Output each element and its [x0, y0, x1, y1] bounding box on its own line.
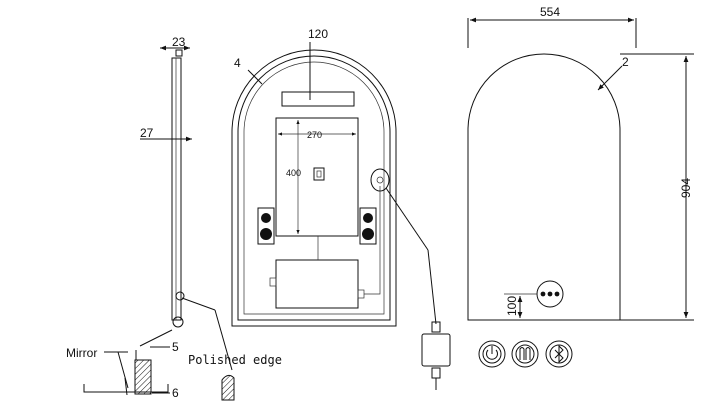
polished-edge-section — [221, 374, 235, 401]
cabinet-switch-inner — [316, 170, 322, 178]
offset-bottom-label: 6 — [172, 386, 179, 400]
height-label: 904 — [679, 178, 693, 198]
detail-leader-b — [214, 309, 233, 371]
front-view: 4 120 270 400 — [231, 27, 451, 390]
power-box-terminal-right — [357, 289, 365, 299]
speaker-left — [257, 207, 275, 245]
touch-sensor-center — [376, 176, 384, 184]
border-dim-label: 4 — [234, 56, 241, 70]
top-bracket — [175, 49, 183, 57]
control-dot-2 — [547, 291, 553, 297]
mirror-outline — [467, 53, 621, 321]
control-dot-1 — [540, 291, 546, 297]
outer-frame — [231, 49, 397, 327]
control-dot-3 — [554, 291, 560, 297]
sensor-bar — [281, 91, 355, 107]
cable-to-sensor — [364, 186, 381, 295]
power-box-terminal-left — [269, 277, 277, 287]
cabinet-switch — [313, 167, 325, 181]
mirror-label: Mirror — [66, 346, 97, 360]
offset-top-label: 5 — [172, 340, 179, 354]
connector-module — [421, 321, 451, 390]
detail-marker — [175, 291, 185, 301]
power-icon — [478, 340, 506, 368]
mirror-detail-leader — [139, 329, 173, 347]
bracket-profile — [83, 384, 169, 393]
outline-view: 554 904 2 100 — [467, 5, 694, 321]
sensor-leader-a — [385, 187, 429, 251]
mirror-glass-section — [134, 359, 152, 395]
border-leader — [247, 69, 263, 85]
mirror-side-profile — [171, 57, 182, 321]
heater-icon — [511, 340, 539, 368]
bracket-hook — [124, 377, 128, 396]
power-box — [275, 259, 359, 309]
speaker-right — [359, 207, 377, 245]
cabinet-width-label: 270 — [307, 130, 322, 140]
polished-edge-label: Polished edge — [188, 353, 282, 367]
inner-frame — [237, 55, 391, 321]
detail-leader-a — [181, 297, 216, 311]
touch-sensor — [370, 168, 390, 192]
mirror-surface — [243, 61, 385, 315]
bluetooth-icon — [545, 340, 573, 368]
control-offset-label: 100 — [505, 296, 519, 316]
mirror-edge-detail: Mirror 5 6 Polished edge — [66, 340, 282, 401]
bottom-detail-circle — [172, 316, 184, 328]
cabinet-height-label: 400 — [286, 168, 301, 178]
mid-thickness-label: 27 — [140, 126, 154, 140]
sensor-leader-b — [427, 249, 437, 325]
width-label: 554 — [540, 5, 560, 19]
radius-leader — [597, 65, 623, 91]
sensor-width-label: 120 — [308, 27, 328, 41]
cabinet-outline — [275, 117, 359, 237]
mirror-pointer — [117, 351, 129, 389]
radius-label: 2 — [622, 55, 629, 69]
top-thickness-label: 23 — [172, 35, 186, 49]
side-view: 23 27 — [139, 35, 233, 371]
